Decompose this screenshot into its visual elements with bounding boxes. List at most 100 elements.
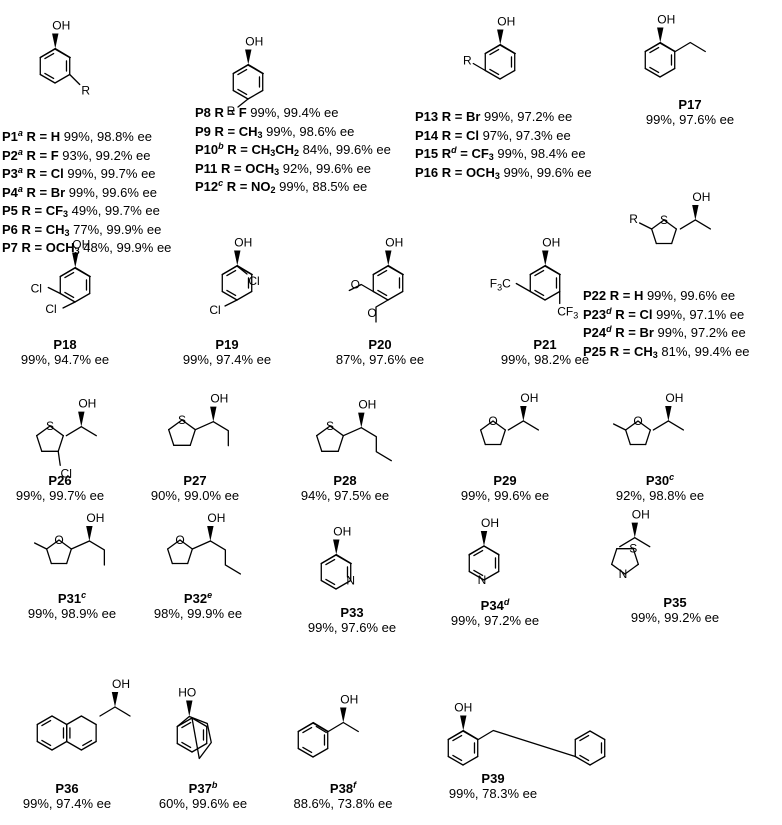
bond [236,264,253,276]
atom-label: O [351,278,360,292]
bond [574,730,591,741]
atom-label: N [346,574,355,588]
bond [237,68,248,76]
atom-label: O [367,306,376,320]
stereo-wedge [207,525,214,541]
atom-label: OH [210,392,228,406]
bond [377,289,388,297]
compound-label-p6: P6 R = CH3 77%, 99.9% ee [2,221,162,238]
compound-label-p9: P9 R = CH3 99%, 98.6% ee [195,123,355,140]
atom-label: CF3 [557,305,578,321]
bond [176,715,212,760]
compound-label-p4: P4a R = Br 99%, 99.6% ee [2,183,157,200]
atom-label: R [463,54,472,68]
stereo-wedge [460,715,467,731]
bond [36,715,53,726]
bond [54,73,71,84]
bond [320,553,337,565]
bond [644,429,652,446]
bond [302,726,313,734]
stereo-wedge [78,411,85,427]
bond [297,747,314,758]
compound-label-p22: P22 R = H 99%, 99.6% ee [583,288,736,303]
atom-label: HO [178,686,196,700]
bond [221,264,238,276]
atom-label: OH [454,701,472,715]
bond [329,425,344,437]
stereo-wedge [210,406,217,422]
bond [247,89,264,100]
atom-label: OH [245,35,263,49]
bond [499,43,516,55]
atom-label: OH [692,190,710,204]
bond [176,742,193,753]
bond [36,425,51,437]
compound-label-p8: P8 R = F 99%, 99.4% ee [195,105,339,120]
atom-label: OH [78,397,96,411]
bond [667,420,685,431]
bond [166,539,181,550]
bond [232,89,249,100]
bond [659,41,706,53]
bond [41,739,52,747]
bond [619,537,636,548]
atom-label: OH [52,19,70,33]
bond [473,569,484,577]
bond [670,228,678,245]
bond [51,715,68,726]
bond [375,299,389,323]
bond [297,721,359,733]
bond [59,266,76,278]
compound-label-p3: P3a R = Cl 99%, 99.7% ee [2,165,156,182]
bond [663,219,678,230]
bond [166,548,174,565]
compound-label-p7: P7 R = OCH3 48%, 99.9% ee [2,240,172,256]
atom-label: O [175,533,184,547]
atom-label: OH [358,398,376,412]
bond [387,290,404,301]
bond [44,72,55,80]
compound-label-p24: P24d R = Br 99%, 97.2% ee [583,324,746,341]
bond [57,450,61,466]
bond [652,420,670,431]
atom-label: Cl [61,466,72,480]
stereo-wedge [86,525,93,541]
bond [387,264,404,276]
stereo-wedge [692,204,699,220]
bond [534,269,545,277]
bond [66,715,83,726]
bond [659,67,676,78]
atom-label: Cl [209,303,220,317]
bond [39,47,56,59]
bond [114,706,131,717]
atom-label: OH [520,391,538,405]
bond [70,540,91,550]
bond [489,68,500,76]
compound-label-p13: P13 R = Br 99%, 97.2% ee [415,109,573,124]
bond [342,427,362,437]
bond [80,740,97,751]
bond [39,73,56,84]
bond [377,269,388,277]
atom-label: O [633,414,642,428]
bond [644,41,661,53]
bond [189,429,196,446]
stereo-wedge [52,33,59,49]
bond [236,265,248,275]
bond [492,420,507,431]
bond [515,282,531,293]
bond [212,421,229,447]
compound-label-p12: P12c R = NO2 99%, 88.5% ee [195,178,368,195]
bond [179,539,194,550]
bond [58,539,73,550]
compound-label-p16: P16 R = OCH3 99%, 99.6% ee [415,164,592,181]
bond [468,545,485,556]
bond [209,540,242,575]
